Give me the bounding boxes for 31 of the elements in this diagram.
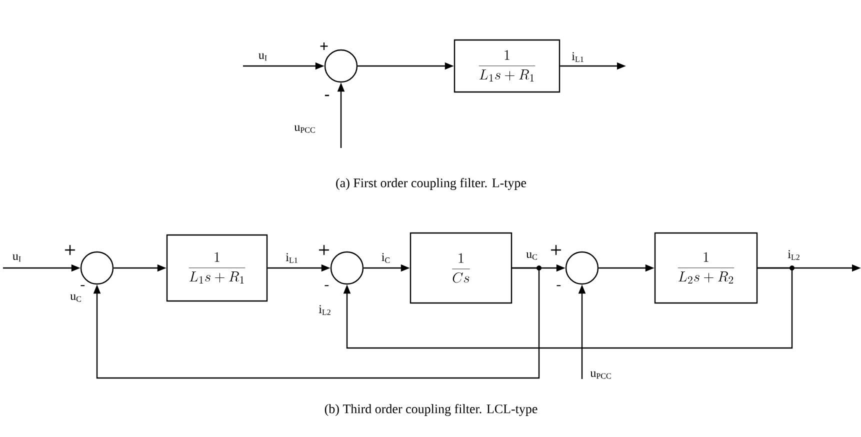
signal-label: i$_{L2}$ xyxy=(318,305,330,315)
arrow xyxy=(343,267,793,349)
summing-junction xyxy=(80,251,114,285)
summing-junction xyxy=(565,251,599,285)
signal-label: u$_{PCC}$ xyxy=(294,125,315,133)
caption: (a) First order coupling filter. L-type xyxy=(336,178,526,190)
sign-label: + xyxy=(550,244,562,256)
transfer-function-box: $\frac{1}{L_2 s+R_2}$ xyxy=(654,232,758,304)
signal-label: i$_{C}$ xyxy=(382,253,390,263)
signal-label: u$_{I}$ xyxy=(258,53,267,61)
summing-junction xyxy=(330,251,364,285)
signal-label: u$_{C}$ xyxy=(70,294,81,302)
signal-label: u$_{PCC}$ xyxy=(590,371,611,379)
signal-label: i$_{L2}$ xyxy=(788,250,800,260)
sign-label: + xyxy=(318,244,330,256)
signal-label: i$_{L1}$ xyxy=(572,52,584,62)
transfer-function-box: $\frac{1}{Cs}$ xyxy=(410,232,512,304)
sign-label: - xyxy=(324,94,330,96)
summing-junction xyxy=(324,49,358,83)
sign-label: + xyxy=(64,244,76,256)
transfer-function-box: $\frac{1}{L_1 s+R_1}$ xyxy=(166,234,268,302)
arrow xyxy=(93,267,540,379)
caption: (b) Third order coupling filter. LCL-type xyxy=(324,404,538,416)
sign-label: - xyxy=(80,285,85,286)
transfer-function-box: $\frac{1}{L_1 s+R_1}$ xyxy=(454,39,560,93)
signal-label: u$_{I}$ xyxy=(12,254,21,262)
signal-label: u$_{C}$ xyxy=(526,252,537,260)
sign-label: - xyxy=(556,285,561,286)
sign-label: + xyxy=(320,42,328,50)
signal-label: i$_{L1}$ xyxy=(286,253,298,263)
sign-label: - xyxy=(324,285,329,286)
